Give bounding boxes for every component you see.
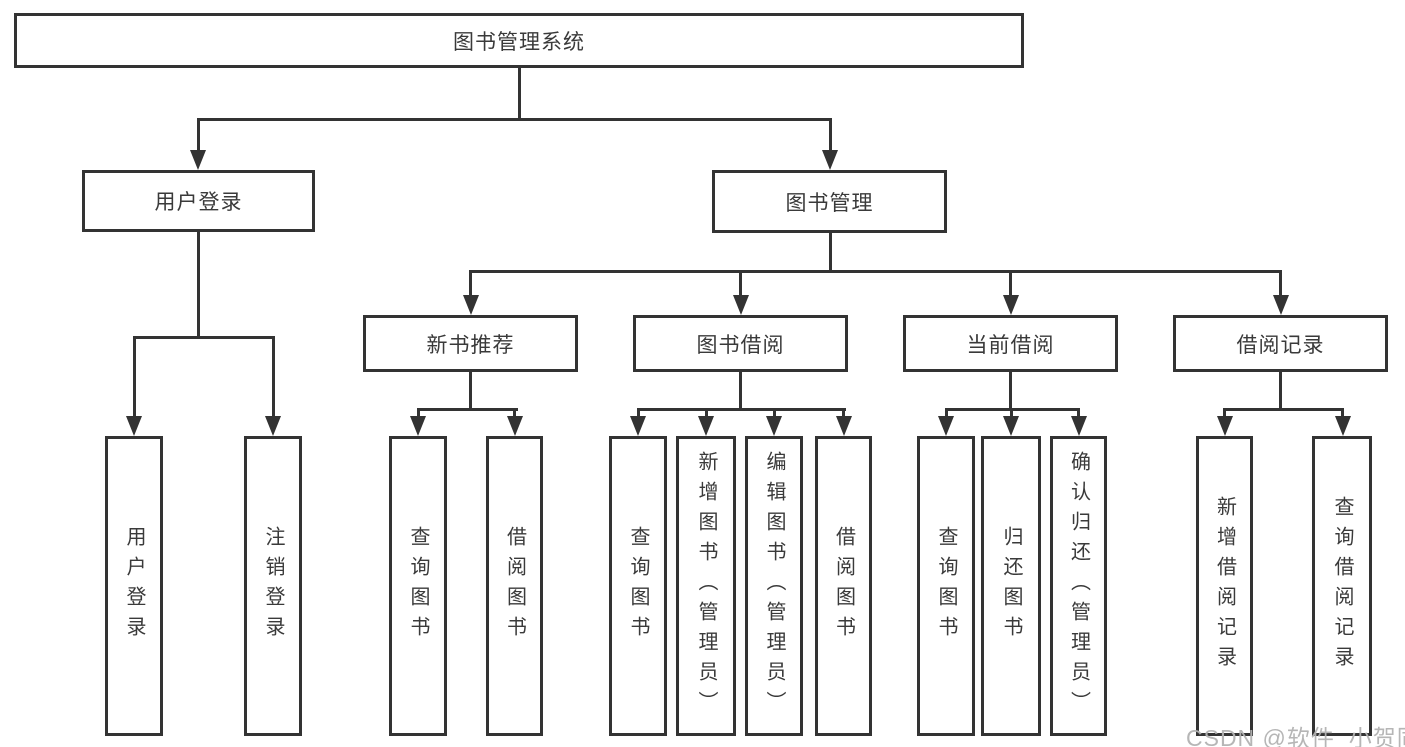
- arrow-down-icon: [190, 150, 206, 170]
- leaf-label: 注销登录: [262, 526, 284, 646]
- connector-line: [517, 68, 521, 121]
- connector-line: [772, 408, 776, 420]
- leaf-add-borrow-record: 新增借阅记录: [1196, 436, 1253, 736]
- leaf-label: 查询图书: [627, 526, 649, 646]
- leaf-query-books-borrow: 查询图书: [609, 436, 667, 736]
- node-label: 图书管理: [785, 191, 874, 215]
- node-label: 图书管理系统: [453, 30, 585, 54]
- csdn-watermark: CSDN @软件_小贺同学: [1186, 725, 1405, 747]
- leaf-label: 借阅图书: [503, 526, 526, 646]
- arrow-down-icon: [1002, 295, 1019, 315]
- arrow-down-icon: [1334, 416, 1351, 436]
- arrow-down-icon: [1003, 416, 1019, 436]
- leaf-add-book-admin: 新增图书（管理员）: [676, 436, 736, 736]
- leaf-user-login: 用户登录: [105, 436, 163, 736]
- connector-line: [469, 372, 472, 411]
- connector-line: [132, 336, 136, 418]
- connector-line: [1279, 372, 1282, 411]
- leaf-borrow-books-recommend: 借阅图书: [486, 436, 543, 736]
- leaf-return-books: 归还图书: [981, 436, 1041, 736]
- connector-line: [636, 408, 640, 420]
- leaf-label: 用户登录: [123, 526, 145, 646]
- arrow-down-icon: [126, 416, 142, 436]
- leaf-label: 确认归还（管理员）: [1067, 451, 1090, 721]
- arrow-down-icon: [822, 150, 838, 170]
- connector-line: [469, 270, 472, 299]
- connector-line: [196, 232, 200, 339]
- node-current-borrowing: 当前借阅: [903, 315, 1118, 372]
- node-new-book-recommendation: 新书推荐: [363, 315, 578, 372]
- arrow-down-icon: [462, 295, 479, 315]
- node-library-management-system: 图书管理系统: [14, 13, 1024, 68]
- node-label: 新书推荐: [426, 333, 515, 357]
- leaf-label: 归还图书: [1000, 526, 1022, 646]
- connector-line: [828, 118, 832, 154]
- leaf-label: 编辑图书（管理员）: [763, 451, 785, 721]
- connector-line: [469, 270, 1282, 273]
- connector-line: [739, 372, 742, 411]
- leaf-label: 新增图书（管理员）: [695, 451, 717, 721]
- leaf-label: 查询图书: [407, 526, 429, 646]
- leaf-label: 查询借阅记录: [1331, 496, 1353, 676]
- node-label: 借阅记录: [1236, 333, 1325, 357]
- node-label: 当前借阅: [966, 333, 1055, 357]
- leaf-edit-book-admin: 编辑图书（管理员）: [745, 436, 803, 736]
- node-label: 用户登录: [154, 191, 243, 214]
- connector-line: [1223, 408, 1344, 411]
- arrow-down-icon: [630, 416, 646, 436]
- node-user-login: 用户登录: [82, 170, 315, 232]
- connector-line: [132, 336, 275, 339]
- connector-line: [842, 408, 845, 420]
- leaf-logout: 注销登录: [244, 436, 302, 736]
- connector-line: [1223, 408, 1226, 420]
- leaf-label: 新增借阅记录: [1213, 496, 1236, 676]
- connector-line: [196, 118, 200, 154]
- leaf-label: 借阅图书: [832, 526, 855, 646]
- node-book-management: 图书管理: [712, 170, 947, 233]
- connector-line: [1077, 408, 1080, 420]
- arrow-down-icon: [265, 416, 281, 436]
- connector-line: [416, 408, 518, 411]
- arrow-down-icon: [732, 295, 749, 315]
- arrow-down-icon: [1070, 416, 1087, 436]
- connector-line: [1009, 372, 1012, 411]
- arrow-down-icon: [938, 416, 954, 436]
- connector-line: [1009, 408, 1013, 420]
- connector-line: [739, 270, 742, 299]
- connector-line: [1341, 408, 1344, 420]
- leaf-borrow-books: 借阅图书: [815, 436, 872, 736]
- node-book-borrowing: 图书借阅: [633, 315, 848, 372]
- arrow-down-icon: [698, 416, 714, 436]
- connector-line: [1279, 270, 1282, 299]
- connector-line: [416, 408, 420, 420]
- connector-line: [636, 408, 846, 411]
- connector-line: [944, 408, 948, 420]
- node-label: 图书借阅: [696, 333, 785, 357]
- connector-line: [1009, 270, 1012, 299]
- connector-line: [271, 336, 275, 418]
- connector-line: [196, 118, 832, 121]
- leaf-query-borrow-record: 查询借阅记录: [1312, 436, 1372, 736]
- connector-line: [704, 408, 708, 420]
- arrow-down-icon: [835, 416, 852, 436]
- connector-line: [513, 408, 516, 420]
- leaf-label: 查询图书: [935, 526, 957, 646]
- connector-line: [828, 233, 832, 273]
- leaf-query-books-recommend: 查询图书: [389, 436, 447, 736]
- leaf-query-books-current: 查询图书: [917, 436, 975, 736]
- leaf-confirm-return-admin: 确认归还（管理员）: [1050, 436, 1107, 736]
- arrow-down-icon: [766, 416, 782, 436]
- arrow-down-icon: [506, 416, 523, 436]
- node-borrowing-records: 借阅记录: [1173, 315, 1388, 372]
- arrow-down-icon: [410, 416, 426, 436]
- arrow-down-icon: [1272, 295, 1289, 315]
- arrow-down-icon: [1216, 416, 1233, 436]
